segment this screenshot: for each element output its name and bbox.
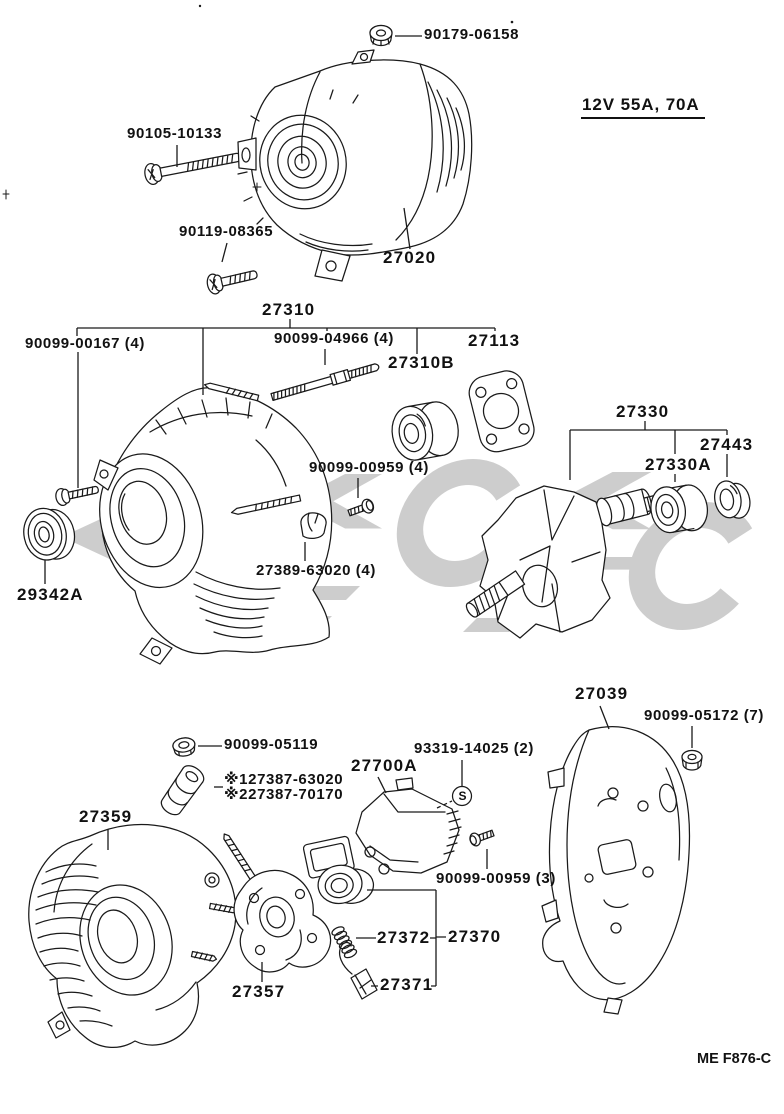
scan-artifacts bbox=[2, 4, 514, 200]
rear-cover-art bbox=[541, 726, 691, 1015]
screw-00959-4-art bbox=[347, 498, 375, 517]
spring-art bbox=[331, 926, 358, 959]
s-screw-art bbox=[451, 785, 473, 807]
part-label-90119-08365: 90119-08365 bbox=[179, 223, 274, 240]
brush-holder-art bbox=[223, 833, 332, 973]
part-label-90099-00959-3: 90099-00959 (3) bbox=[436, 870, 556, 887]
part-label-90099-05172: 90099-05172 (7) bbox=[644, 707, 764, 724]
bolt-90119-art bbox=[206, 270, 258, 295]
part-label-29342A: 29342A bbox=[17, 585, 84, 604]
part-label-27330A: 27330A bbox=[645, 455, 712, 474]
part-label-27370: 27370 bbox=[448, 927, 502, 946]
bearing-cover-art bbox=[302, 835, 375, 905]
plate-27113-art bbox=[468, 370, 535, 453]
part-label-90099-04966: 90099-04966 (4) bbox=[274, 330, 394, 347]
watermark bbox=[62, 459, 753, 632]
part-label-27389-63020: 27389-63020 (4) bbox=[256, 562, 376, 579]
part-label-90099-00167: 90099-00167 (4) bbox=[25, 335, 145, 352]
bearing-29342A-art bbox=[23, 507, 76, 561]
collar-127387-art bbox=[160, 765, 205, 816]
part-label-27113: 27113 bbox=[468, 331, 521, 350]
part-label-90105-10133: 90105-10133 bbox=[127, 125, 223, 142]
part-label-27372: 27372 bbox=[377, 928, 431, 947]
alternator-assembly-art bbox=[237, 49, 473, 282]
leader-lines bbox=[44, 35, 728, 987]
seal-27443-art bbox=[714, 480, 751, 519]
through-bolt-art bbox=[270, 363, 380, 401]
bolt-90105-art bbox=[144, 152, 242, 186]
part-label-90179-06158: 90179-06158 bbox=[424, 26, 520, 43]
part-label-27330: 27330 bbox=[616, 402, 670, 421]
part-label-27700A: 27700A bbox=[351, 756, 418, 775]
s-screw-symbol: S bbox=[458, 789, 467, 803]
insulator-27389-art bbox=[300, 512, 327, 540]
nut-90179-art bbox=[369, 24, 393, 47]
part-label-27020: 27020 bbox=[383, 248, 437, 267]
part-label-90099-05119: 90099-05119 bbox=[224, 736, 319, 753]
part-label-227387-70170: ※227387-70170 bbox=[224, 786, 344, 803]
front-cover-art bbox=[28, 823, 238, 1048]
bolt-00167-art bbox=[55, 485, 99, 507]
nut-05172-art bbox=[681, 749, 703, 771]
bearing-27330A-art bbox=[650, 484, 709, 534]
part-label-93319-14025: 93319-14025 (2) bbox=[414, 740, 534, 757]
part-label-27357: 27357 bbox=[232, 982, 286, 1001]
spec-label: 12V 55A, 70A bbox=[581, 96, 705, 119]
bearing-27310B-art bbox=[391, 401, 459, 461]
part-label-127387-63020: ※127387-63020 bbox=[224, 771, 344, 788]
part-label-27310: 27310 bbox=[262, 300, 316, 319]
part-label-27359: 27359 bbox=[79, 807, 133, 826]
brush-art bbox=[339, 941, 378, 1000]
page-code: ME F876-C bbox=[697, 1051, 772, 1067]
part-label-27310B: 27310B bbox=[388, 353, 455, 372]
part-label-27443: 27443 bbox=[700, 435, 754, 454]
rear-housing-art bbox=[93, 382, 333, 665]
part-label-27371: 27371 bbox=[380, 975, 434, 994]
screw-00959-3-art bbox=[469, 829, 495, 847]
part-label-90099-00959-4: 90099-00959 (4) bbox=[309, 459, 429, 476]
regulator-art bbox=[355, 777, 462, 875]
nut-05119-art bbox=[172, 737, 196, 757]
part-label-27039: 27039 bbox=[575, 684, 629, 703]
